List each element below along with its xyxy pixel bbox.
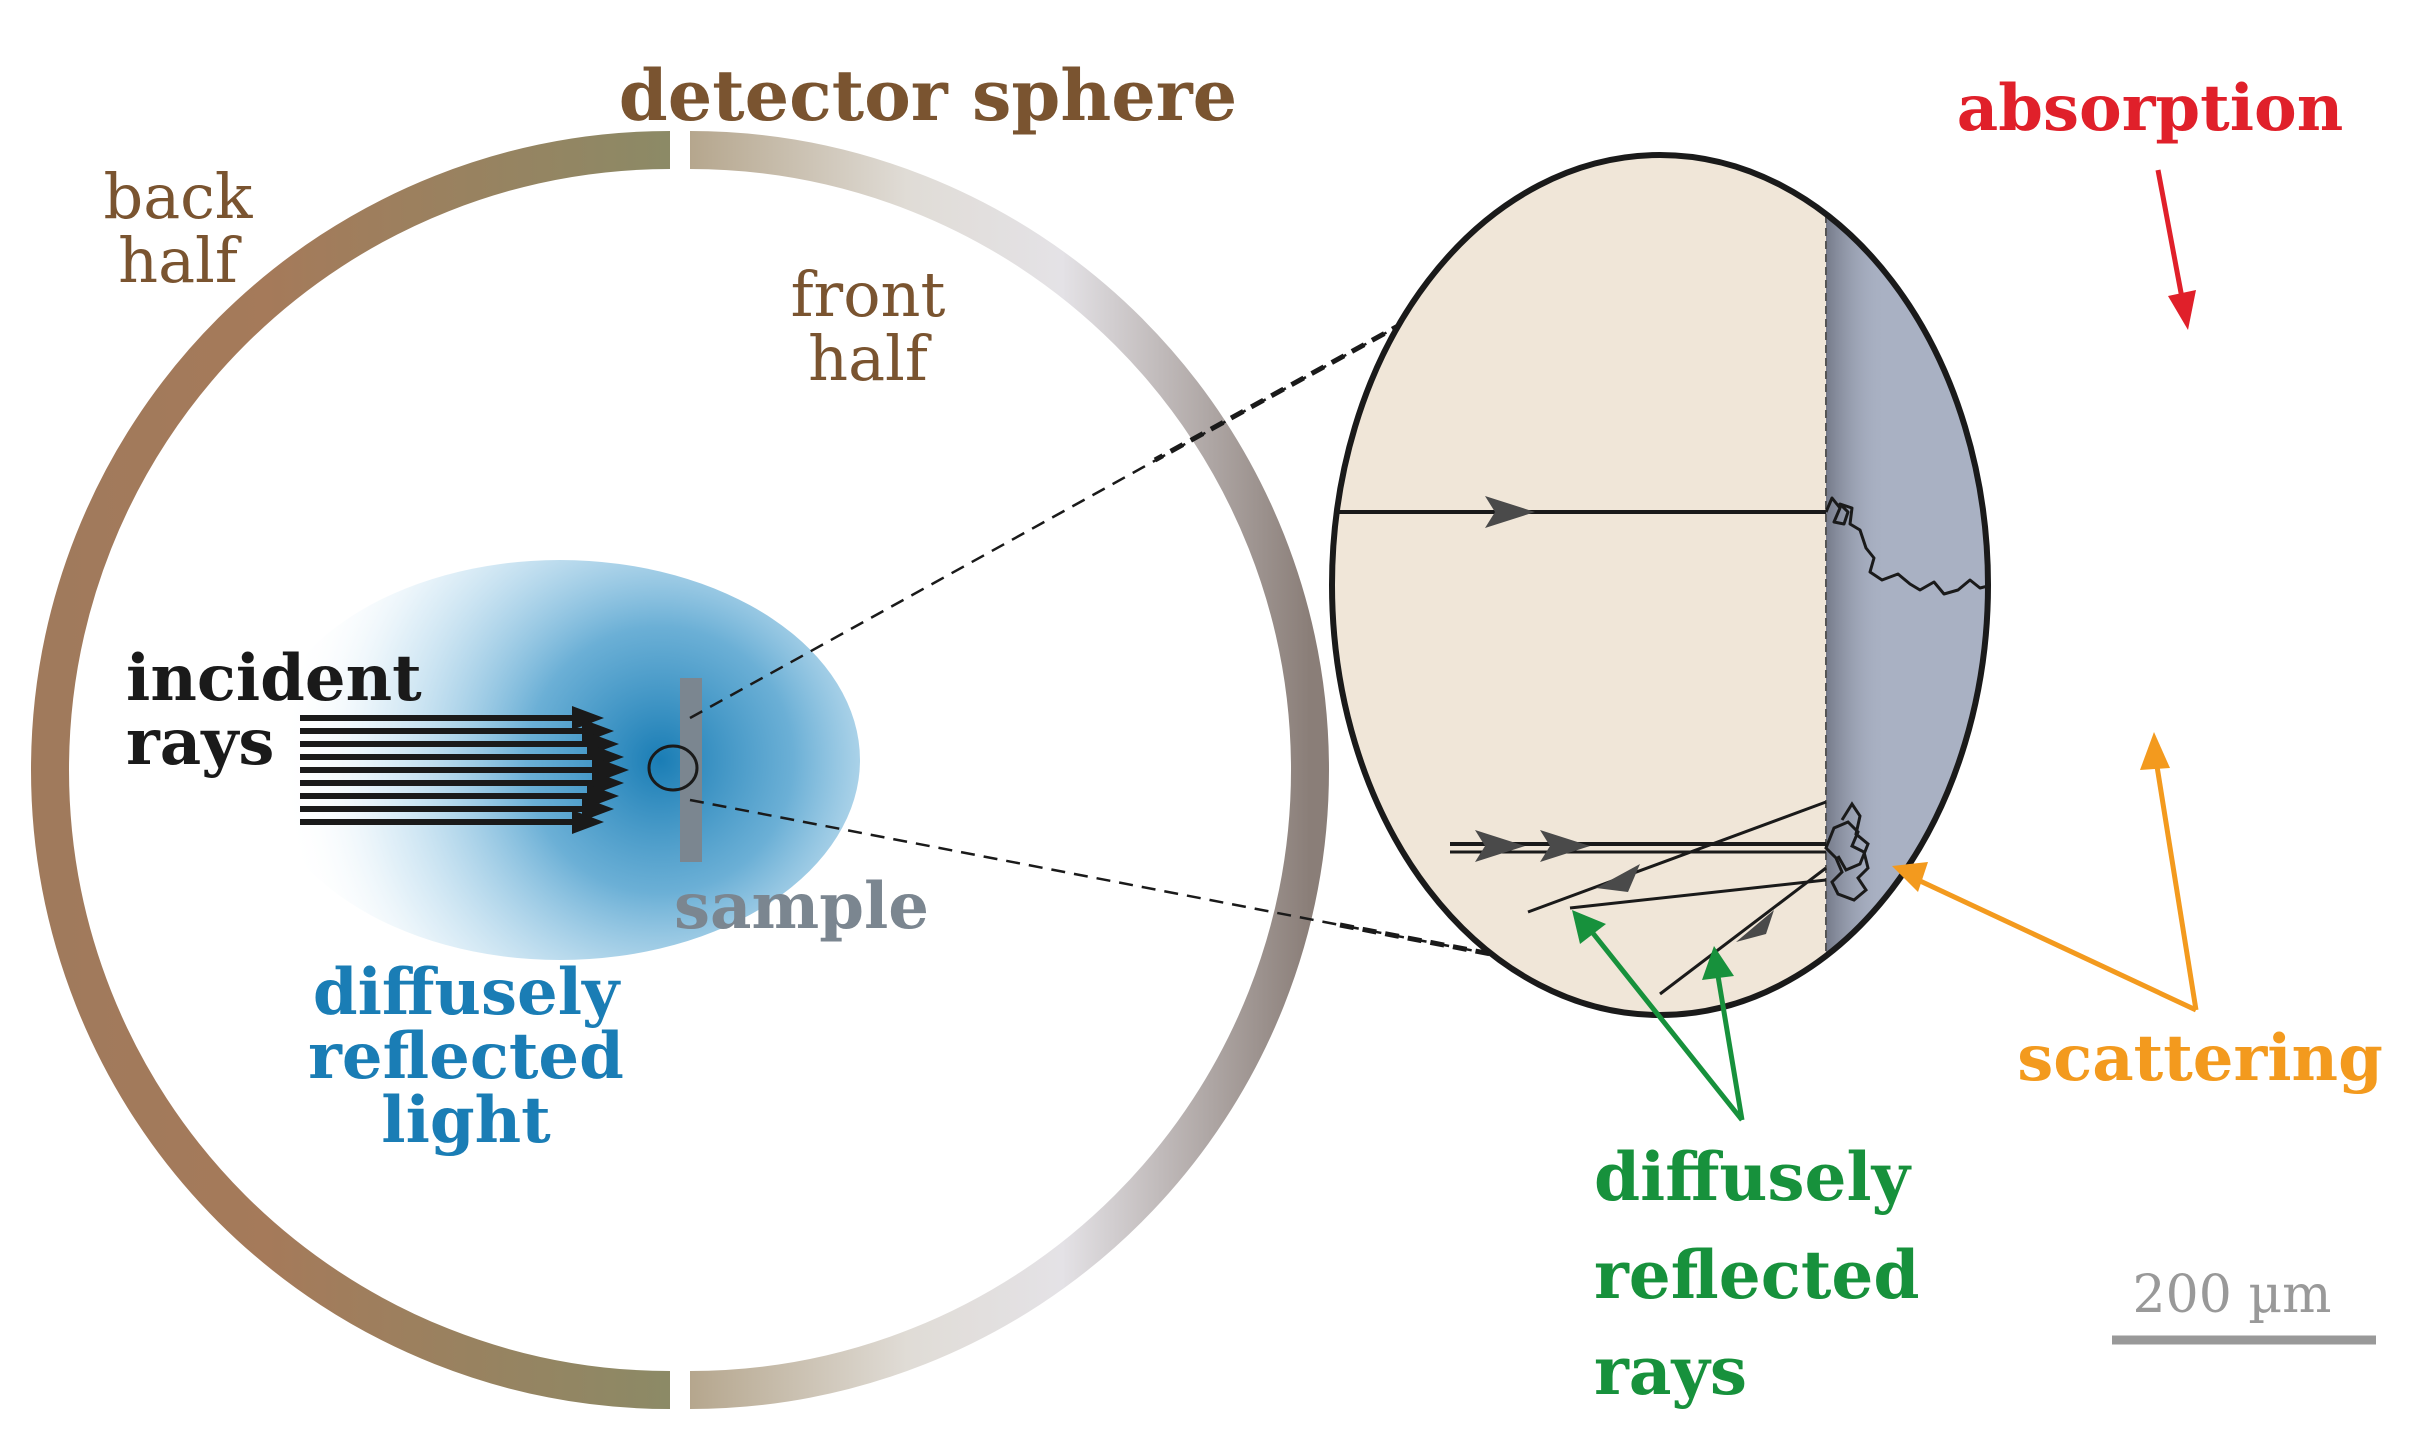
diffuse-rays-arrows [1572,910,1745,1122]
front-half-arc [689,131,1329,1409]
diffuse-light-label-1: diffusely [313,955,621,1030]
incident-rays-label-2: rays [126,705,274,780]
scale-bar-label: 200 µm [2133,1265,2332,1325]
ray-absorbed [1332,238,1988,596]
detector-sphere [31,131,1329,1409]
diffuse-rays-label-3: rays [1594,1332,1747,1410]
incident-rays-label-1: incident [126,641,422,716]
diffuse-rays-label-1: diffusely [1594,1138,1912,1216]
absorption-arrow [2155,169,2196,330]
diffuse-light-label-2: reflected [308,1019,624,1094]
scattering-label: scattering [2017,1021,2383,1096]
sample-label: sample [674,869,929,944]
diffuse-light-label-3: light [381,1083,551,1158]
scattering-arrows [1892,732,2199,1013]
magnified-view [1329,152,1991,1018]
front-half-label-1: front [791,258,946,331]
front-half-label-2: half [808,322,932,395]
detector-sphere-label: detector sphere [619,54,1237,137]
sample-plate [680,678,702,862]
absorption-label: absorption [1957,71,2344,146]
zoom-circle [647,744,699,792]
ray-reflected [1450,800,1870,996]
diffuse-rays-label-2: reflected [1594,1236,1920,1314]
incident-rays [300,706,629,834]
back-half-label-1: back [104,160,253,233]
back-half-arc [31,131,671,1409]
back-half-label-2: half [118,224,242,297]
